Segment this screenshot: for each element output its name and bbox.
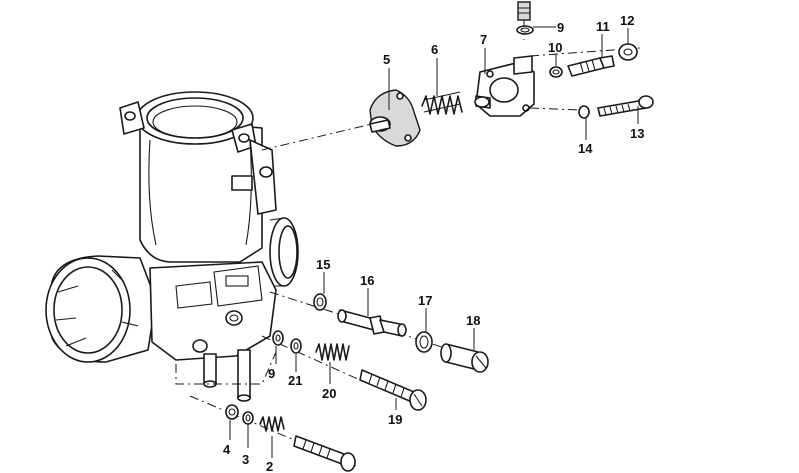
part-11-needle bbox=[567, 55, 615, 77]
part-4-washer bbox=[225, 404, 239, 420]
callout-7: 7 bbox=[480, 32, 487, 47]
carburetor-body bbox=[45, 91, 299, 402]
callout-18: 18 bbox=[466, 313, 480, 328]
part-14-washer bbox=[578, 105, 590, 119]
part-15-oring bbox=[313, 293, 327, 311]
callout-15: 15 bbox=[316, 257, 330, 272]
callout-10: 10 bbox=[548, 40, 562, 55]
callout-14: 14 bbox=[578, 141, 593, 156]
part-2-screw bbox=[293, 435, 356, 472]
part-12-cap bbox=[618, 43, 638, 61]
part-10-washer bbox=[549, 66, 563, 78]
callout-16: 16 bbox=[360, 273, 374, 288]
callout-3: 3 bbox=[242, 452, 249, 467]
callout-4: 4 bbox=[223, 442, 231, 457]
part-20-spring bbox=[315, 343, 350, 361]
part-7-housing bbox=[474, 55, 535, 117]
callout-17: 17 bbox=[418, 293, 432, 308]
part-top-fitting bbox=[516, 1, 534, 35]
callout-11: 11 bbox=[596, 19, 610, 34]
callout-20: 20 bbox=[322, 386, 336, 401]
part-16-plunger bbox=[337, 309, 407, 337]
callout-9-top: 9 bbox=[557, 20, 564, 35]
callout-21: 21 bbox=[288, 373, 302, 388]
callout-9-lower: 9 bbox=[268, 366, 275, 381]
callout-13: 13 bbox=[630, 126, 644, 141]
leader-lines bbox=[229, 26, 639, 458]
part-6-spring bbox=[421, 91, 463, 115]
part-9-washer-lower bbox=[272, 330, 284, 346]
callout-12: 12 bbox=[620, 13, 634, 28]
callout-6: 6 bbox=[431, 42, 438, 57]
part-17-ring bbox=[415, 331, 433, 353]
callout-19: 19 bbox=[388, 412, 402, 427]
callout-2: 2 bbox=[266, 459, 273, 473]
part-19-screw bbox=[359, 369, 427, 411]
part-18-plug bbox=[440, 343, 489, 373]
callout-labels: 9 11 12 10 5 6 7 14 13 15 16 17 18 9 21 … bbox=[223, 13, 644, 473]
part-21-washer bbox=[290, 338, 302, 354]
part-2-spring bbox=[259, 416, 285, 432]
part-3-washer bbox=[242, 411, 254, 425]
part-5-cover bbox=[369, 89, 421, 147]
part-13-screw bbox=[597, 95, 654, 117]
callout-5: 5 bbox=[383, 52, 390, 67]
